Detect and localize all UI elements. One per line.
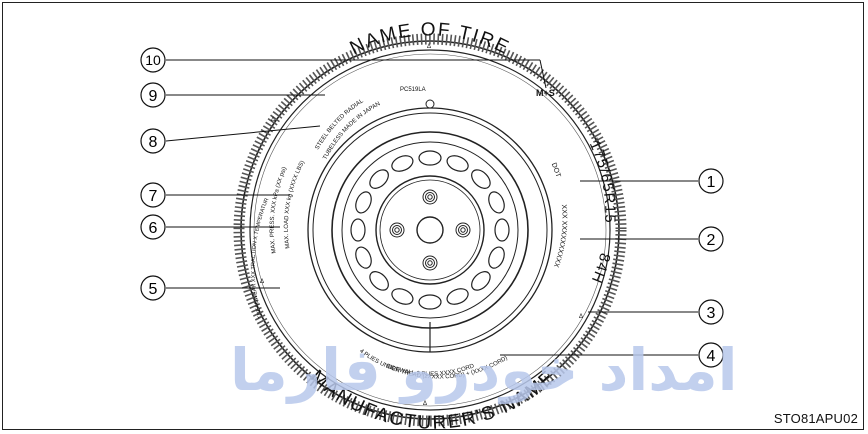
twi-mark-right: Δ [595,138,599,144]
svg-text:3: 3 [707,305,716,322]
figure-code: STO81APU02 [774,411,858,426]
vent-slot [419,151,441,165]
callout-10: 10 [141,48,165,72]
ms-text: M+S [536,88,555,98]
twi-mark-left: Δ [260,279,264,285]
vent-slot [495,219,509,241]
lug-nut [423,190,437,204]
svg-text:2: 2 [707,232,716,249]
callout-1: 1 [699,169,723,193]
callout-8: 8 [141,129,165,153]
watermark: امداد خودرو فارما [230,336,738,404]
model-text: PC519LA [400,87,426,93]
callout-7: 7 [141,183,165,207]
callout-5: 5 [141,276,165,300]
callout-6: 6 [141,215,165,239]
lug-nut [423,256,437,270]
svg-text:8: 8 [149,134,158,151]
svg-text:10: 10 [145,52,161,68]
callout-2: 2 [699,227,723,251]
svg-text:9: 9 [149,88,158,105]
svg-text:6: 6 [149,220,158,237]
svg-text:7: 7 [149,188,158,205]
treadwear-text: TREADWEAR XXX TRACTION X TEMPERATURE X [0,0,270,319]
lug-nut [390,223,404,237]
center-bore [417,217,443,243]
vent-slot [419,295,441,309]
vent-slot [351,219,365,241]
callout-9: 9 [141,83,165,107]
twi-mark-top: Δ [427,44,431,50]
lug-nut [456,223,470,237]
twi-mark-upper-left: Δ [271,117,275,123]
svg-text:1: 1 [707,174,716,191]
svg-text:5: 5 [149,281,158,298]
valve-stem [426,100,434,108]
callout-3: 3 [699,300,723,324]
twi-mark-lower-right: Δ [579,314,583,320]
